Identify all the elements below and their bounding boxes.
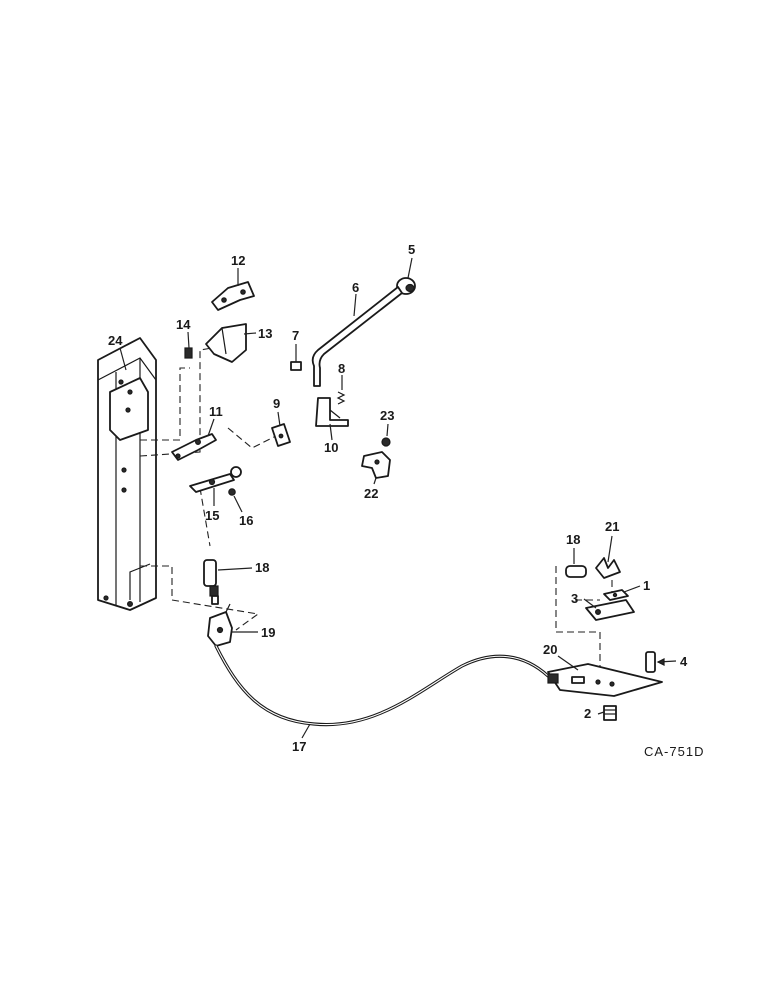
callout-18-right: 18 (566, 532, 580, 547)
callout-13: 13 (258, 326, 272, 341)
callout-14: 14 (176, 317, 191, 332)
callout-17: 17 (292, 739, 306, 754)
shift-lever-part (311, 286, 403, 387)
control-cable-part (214, 644, 550, 727)
callout-21: 21 (605, 519, 619, 534)
callout-16: 16 (239, 513, 253, 528)
latch-plate-part (585, 599, 635, 621)
bushing-part (603, 705, 617, 721)
knob-part (396, 277, 416, 295)
callout-6: 6 (352, 280, 359, 295)
callout-19: 19 (261, 625, 275, 640)
lever-part (189, 466, 242, 493)
small-bracket-part (595, 557, 621, 579)
callout-4: 4 (680, 654, 688, 669)
callout-3: 3 (571, 591, 578, 606)
washer-part-right (603, 589, 629, 601)
spring-part (336, 391, 346, 405)
callout-24: 24 (108, 333, 123, 348)
sleeve-part-right (565, 565, 587, 578)
sleeve-part-left (203, 559, 219, 605)
callout-18-left: 18 (255, 560, 269, 575)
callout-10: 10 (324, 440, 338, 455)
callout-9: 9 (273, 396, 280, 411)
upper-bracket-part (211, 281, 255, 311)
nut-part (381, 437, 391, 447)
callout-15: 15 (205, 508, 219, 523)
mounting-plate-part (547, 663, 663, 697)
leader-lines (119, 257, 677, 739)
clamp-part (361, 451, 391, 479)
pin-part-right (645, 651, 656, 673)
callout-12: 12 (231, 253, 245, 268)
callout-20: 20 (543, 642, 557, 657)
callout-labels: 12 5 6 14 13 7 24 8 9 11 23 10 22 15 16 … (108, 242, 704, 759)
callout-23: 23 (380, 408, 394, 423)
pin-part (290, 361, 302, 371)
cable-end-bracket-part (207, 603, 233, 647)
callout-1: 1 (643, 578, 650, 593)
cover-part (205, 323, 247, 363)
callout-7: 7 (292, 328, 299, 343)
bracket-arm-part (315, 397, 349, 427)
callout-5: 5 (408, 242, 415, 257)
frame-post-part (97, 337, 157, 611)
callout-22: 22 (364, 486, 378, 501)
callout-2: 2 (584, 706, 591, 721)
drawing-code: CA-751D (644, 744, 704, 759)
fastener-part (184, 347, 193, 359)
callout-8: 8 (338, 361, 345, 376)
callout-11: 11 (209, 404, 223, 419)
plate-part (271, 423, 291, 447)
washer-part (228, 488, 236, 496)
link-bracket-part (171, 433, 217, 461)
assembly-guide-lines (139, 347, 613, 676)
